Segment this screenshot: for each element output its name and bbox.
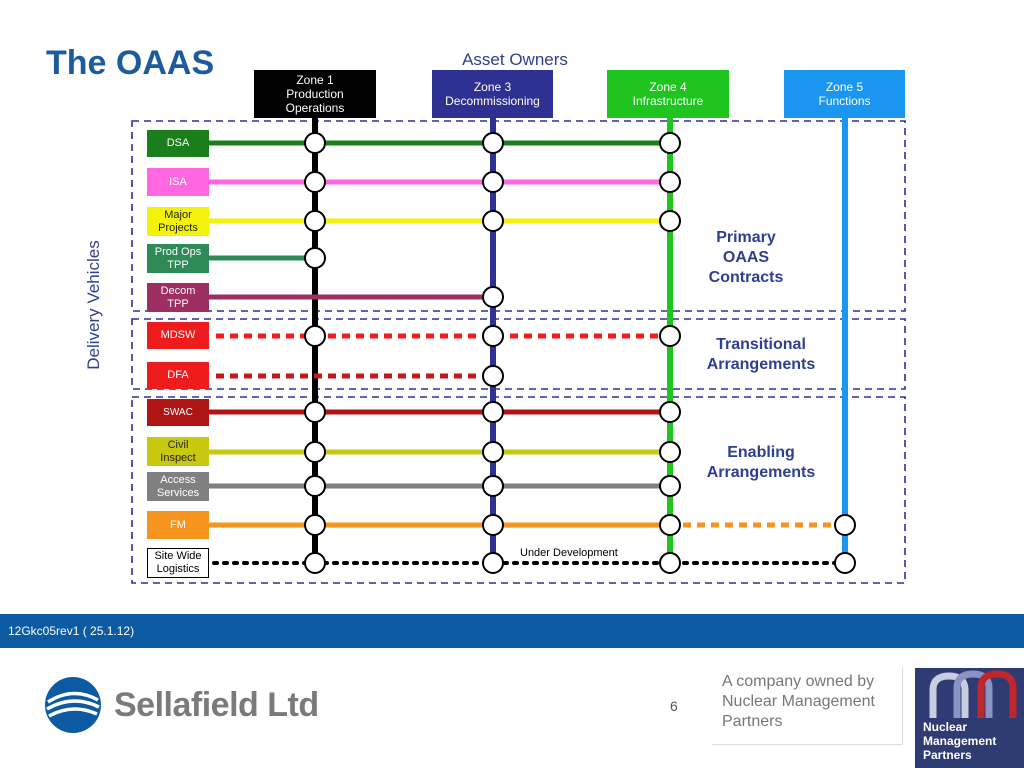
junction-node: [834, 552, 856, 574]
junction-node: [482, 171, 504, 193]
junction-node: [304, 210, 326, 232]
junction-node: [304, 171, 326, 193]
vehicle-mdsw: MDSW: [147, 322, 209, 349]
vehicle-major-projects: Major Projects: [147, 207, 209, 236]
vehicle-swac: SWAC: [147, 399, 209, 426]
sellafield-logo: Sellafield Ltd: [44, 676, 319, 734]
junction-node: [304, 441, 326, 463]
zone-1-header: Zone 1 Production Operations: [254, 70, 376, 118]
junction-node: [482, 441, 504, 463]
zone-3-header: Zone 3 Decommissioning: [432, 70, 553, 118]
enabling-group-frame: [131, 396, 906, 584]
transitional-arrangements-label: Transitional Arrangements: [706, 336, 816, 373]
page-number: 6: [670, 698, 678, 714]
junction-node: [304, 132, 326, 154]
transitional-group-frame: [131, 318, 906, 390]
zone-5-header: Zone 5 Functions: [784, 70, 905, 118]
page-title: The OAAS: [46, 44, 215, 82]
vehicle-civil-inspect: Civil Inspect: [147, 437, 209, 466]
under-development-label: Under Development: [520, 547, 618, 559]
junction-node: [304, 247, 326, 269]
vehicle-access-services: Access Services: [147, 472, 209, 501]
asset-owners-label: Asset Owners: [462, 50, 568, 69]
junction-node: [659, 552, 681, 574]
junction-node: [659, 171, 681, 193]
vehicle-fm: FM: [147, 511, 209, 539]
junction-node: [659, 514, 681, 536]
junction-node: [659, 210, 681, 232]
junction-node: [304, 552, 326, 574]
junction-node: [659, 401, 681, 423]
vehicle-isa: ISA: [147, 168, 209, 196]
junction-node: [482, 514, 504, 536]
junction-node: [304, 475, 326, 497]
junction-node: [482, 552, 504, 574]
sellafield-globe-icon: [45, 677, 101, 733]
ownership-text: A company owned by Nuclear Management Pa…: [722, 673, 875, 730]
document-reference: 12Gkc05rev1 ( 25.1.12): [8, 624, 135, 638]
junction-node: [482, 210, 504, 232]
junction-node: [304, 325, 326, 347]
junction-node: [482, 475, 504, 497]
junction-node: [659, 475, 681, 497]
nmp-name: Nuclear Management Partners: [923, 720, 997, 762]
junction-node: [482, 365, 504, 387]
vehicle-decom-tpp: Decom TPP: [147, 283, 209, 312]
junction-node: [482, 132, 504, 154]
junction-node: [482, 286, 504, 308]
junction-node: [482, 325, 504, 347]
primary-contracts-label: Primary OAAS Contracts: [708, 229, 784, 286]
junction-nodes: [304, 132, 856, 574]
ownership-box: A company owned by Nuclear Management Pa…: [712, 668, 903, 745]
enabling-arrangements-label: Enabling Arrangements: [706, 444, 816, 481]
primary-group-frame: [131, 120, 906, 312]
company-name: Sellafield Ltd: [114, 685, 319, 724]
oaas-diagram: [131, 118, 906, 584]
junction-node: [482, 401, 504, 423]
footer-bar: 12Gkc05rev1 ( 25.1.12): [0, 614, 1024, 648]
vehicle-dsa: DSA: [147, 130, 209, 157]
nmp-logo: Nuclear Management Partners: [915, 668, 1024, 768]
vehicle-prod-ops-tpp: Prod Ops TPP: [147, 244, 209, 273]
junction-node: [659, 441, 681, 463]
junction-node: [659, 325, 681, 347]
junction-node: [834, 514, 856, 536]
nmp-arches-icon: [929, 670, 1017, 718]
vehicle-dfa: DFA: [147, 362, 209, 389]
vehicle-site-wide-logistics: Site Wide Logistics: [147, 548, 209, 578]
junction-node: [659, 132, 681, 154]
junction-node: [304, 514, 326, 536]
junction-node: [304, 401, 326, 423]
zone-4-header: Zone 4 Infrastructure: [607, 70, 729, 118]
